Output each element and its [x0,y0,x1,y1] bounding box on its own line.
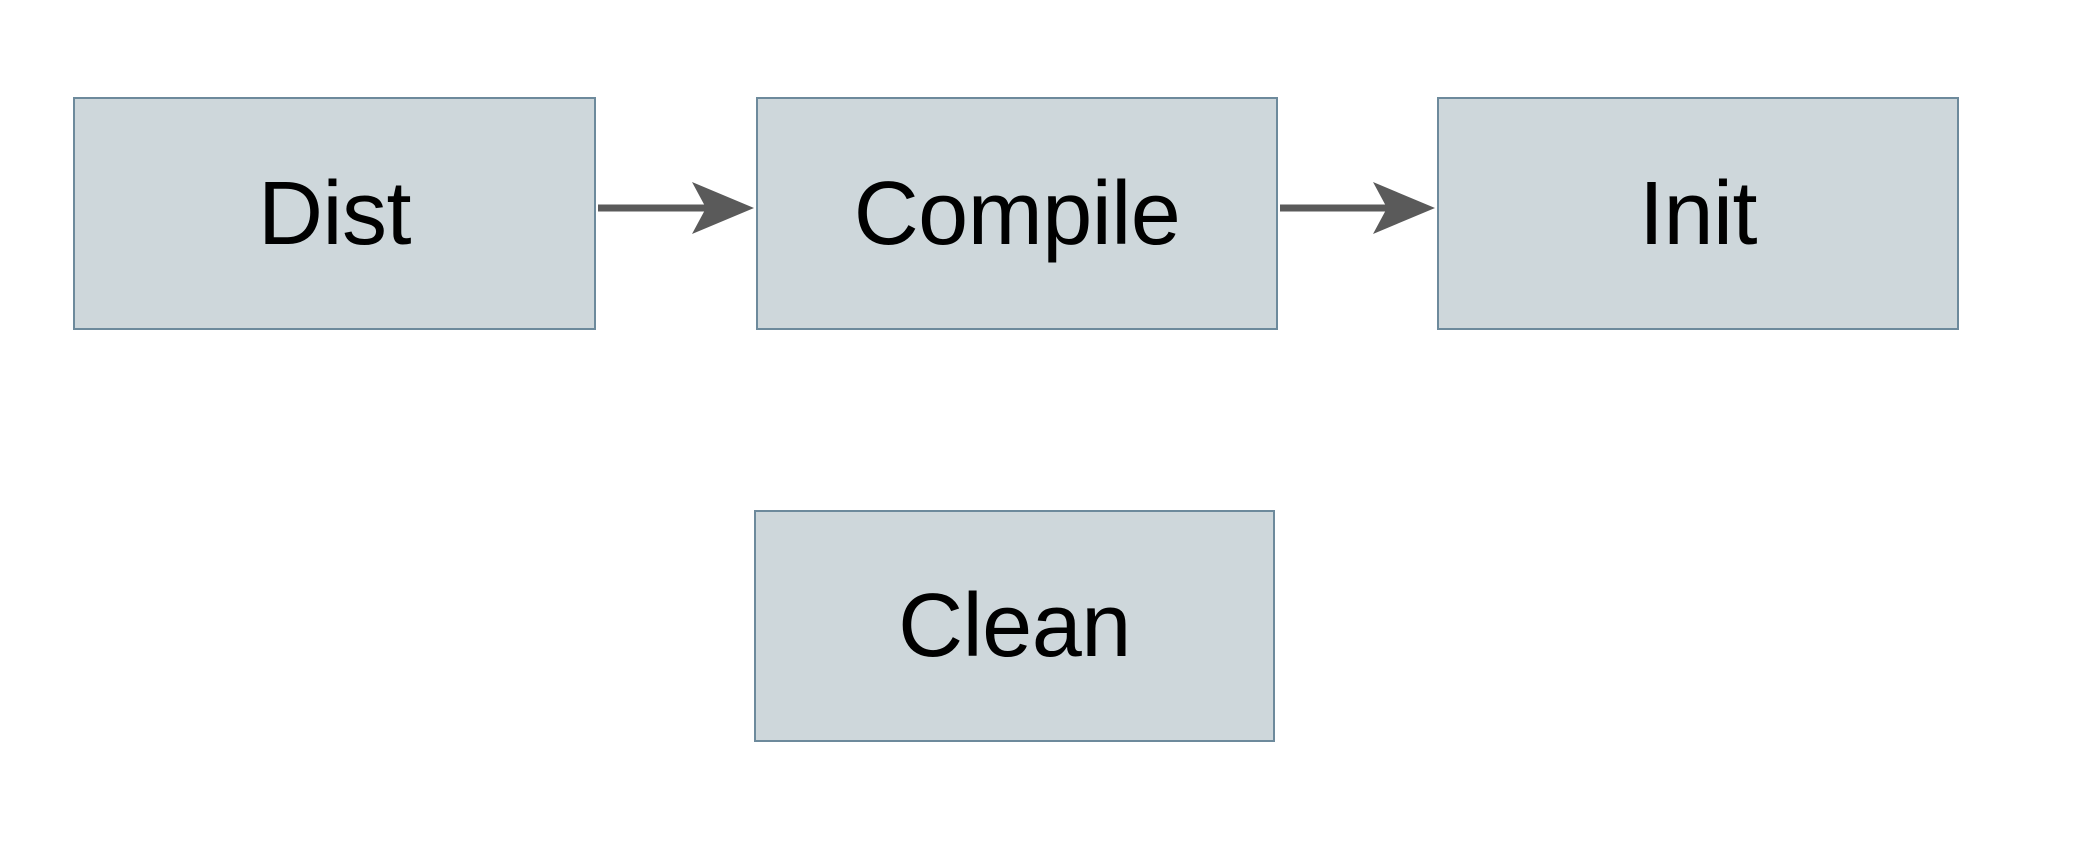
node-dist[interactable]: Dist [73,97,596,330]
node-compile[interactable]: Compile [756,97,1278,330]
arrowhead-compile-to-init [1373,182,1435,234]
edge-dist-to-compile[interactable] [598,182,754,234]
node-init[interactable]: Init [1437,97,1959,330]
node-clean[interactable]: Clean [754,510,1275,742]
node-clean-label: Clean [898,576,1131,676]
node-dist-label: Dist [258,163,412,264]
node-compile-label: Compile [853,163,1181,264]
arrowhead-dist-to-compile [692,182,754,234]
edge-compile-to-init[interactable] [1280,182,1435,234]
node-init-label: Init [1638,163,1758,264]
